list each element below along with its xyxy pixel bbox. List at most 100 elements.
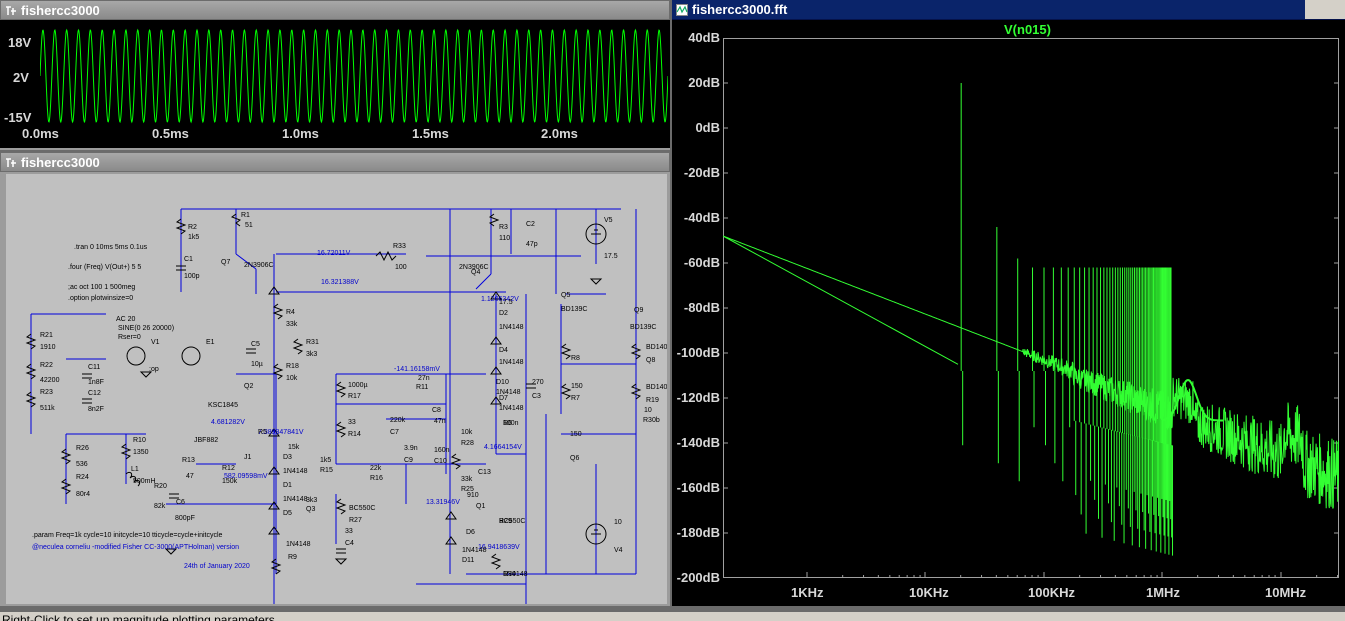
component-label: 100 <box>395 264 407 271</box>
x-tick: 0.0ms <box>22 126 59 141</box>
titlebar-buttons[interactable] <box>1305 0 1345 19</box>
component-label: R27 <box>349 517 362 524</box>
component-label: D1 <box>283 482 292 489</box>
component-label: D6 <box>466 529 475 536</box>
component-label: R19 <box>646 397 659 404</box>
fft-y-tick: -180dB <box>676 525 720 540</box>
component-label: C6 <box>176 499 185 506</box>
component-label: C4 <box>345 540 354 547</box>
component-label: Q5 <box>561 292 570 299</box>
component-label: R5 <box>258 429 267 436</box>
component-label: 42200 <box>40 377 60 384</box>
component-label: R33 <box>393 243 406 250</box>
x-tick: 2.0ms <box>541 126 578 141</box>
component-label: J1 <box>244 454 252 461</box>
component-label: 1N4148 <box>499 359 524 366</box>
component-label: 22k <box>370 465 382 472</box>
fft-window[interactable]: fishercc3000.fft V(n015) 40dB 20dB 0dB -20d… <box>672 0 1345 606</box>
component-label: C9 <box>404 457 413 464</box>
status-bar: Right-Click to set up magnitude plotting… <box>0 612 1345 621</box>
component-label: BD140C <box>646 344 667 351</box>
spice-directive: .param Freq=1k cycle=10 initcycle=10 tti… <box>32 532 223 539</box>
fft-titlebar[interactable]: fishercc3000.fft <box>672 0 1345 20</box>
component-label: 910 <box>467 492 479 499</box>
component-label: 270 <box>532 379 544 386</box>
component-label: D4 <box>499 347 508 354</box>
component-label: R18 <box>286 363 299 370</box>
fft-y-tick: -120dB <box>676 390 720 405</box>
component-label: R23 <box>40 389 53 396</box>
y-tick: 2V <box>13 70 29 85</box>
component-label: C13 <box>478 469 491 476</box>
fft-y-tick: -200dB <box>676 570 720 585</box>
schematic-title: fishercc3000 <box>21 155 100 170</box>
component-label: Q7 <box>221 259 230 266</box>
component-label: R20 <box>154 483 167 490</box>
fft-y-tick: 40dB <box>688 30 720 45</box>
spice-directive: .option plotwinsize=0 <box>68 295 133 302</box>
component-label: V4 <box>614 547 623 554</box>
component-label: 1350 <box>133 449 149 456</box>
component-label: 10 <box>644 407 652 414</box>
fft-y-tick: -20dB <box>683 165 720 180</box>
voltage-label: -141.16158mV <box>394 366 440 373</box>
fft-bump <box>1162 378 1223 422</box>
source-label: ;op <box>149 366 159 373</box>
component-label: BD139C <box>561 306 587 313</box>
component-label: R15 <box>320 467 333 474</box>
component-label: C1 <box>184 256 193 263</box>
component-label: V1 <box>151 339 160 346</box>
component-label: 1910 <box>40 344 56 351</box>
transient-trace <box>40 28 668 124</box>
component-label: KSC1845 <box>208 402 238 409</box>
schematic-drawing[interactable]: .tran 0 10ms 5ms 0.1us.four (Freq) V(Out… <box>6 174 667 604</box>
component-label: R26 <box>76 445 89 452</box>
voltage-label: 4.681282V <box>211 419 245 426</box>
component-label: 33 <box>348 419 356 426</box>
fft-plot[interactable] <box>723 38 1339 578</box>
component-label: 15k <box>288 444 300 451</box>
component-label: 51 <box>245 222 253 229</box>
component-label: 1n8F <box>88 379 104 386</box>
component-label: R1 <box>241 212 250 219</box>
transient-plot[interactable]: 18V 2V -15V 0.0ms 0.5ms 1.0ms 1.5ms 2.0m… <box>0 20 670 148</box>
voltage-label: 16.321388V <box>321 279 359 286</box>
fft-x-tick: 100KHz <box>1028 585 1075 600</box>
component-label: 100n <box>503 420 519 427</box>
component-label: D7 <box>499 395 508 402</box>
fft-noise-trace <box>723 235 1339 509</box>
component-label: 1000µ <box>348 382 368 389</box>
transient-titlebar[interactable]: fishercc3000 <box>0 0 670 20</box>
fft-y-tick: -160dB <box>676 480 720 495</box>
component-label: 160n <box>434 447 450 454</box>
transient-window[interactable]: fishercc3000 18V 2V -15V 0.0ms 0.5ms 1.0… <box>0 0 670 150</box>
component-label: R13 <box>182 457 195 464</box>
schematic-canvas[interactable]: .tran 0 10ms 5ms 0.1us.four (Freq) V(Out… <box>6 174 667 604</box>
component-label: 100p <box>184 273 200 280</box>
component-label: C11 <box>88 364 100 371</box>
fft-plot-frame <box>723 38 1339 578</box>
fft-y-tick: -140dB <box>676 435 720 450</box>
component-label: 1N4148 <box>286 541 311 548</box>
component-label: 1k5 <box>188 234 199 241</box>
component-label: R29 <box>499 518 512 525</box>
fft-y-tick: 0dB <box>695 120 720 135</box>
component-label: E1 <box>206 339 215 346</box>
source-label: Rser=0 <box>118 334 141 341</box>
transient-waveform <box>40 28 668 124</box>
component-label: 536 <box>76 461 88 468</box>
component-label: 800pF <box>175 515 195 522</box>
voltage-label: 582.09598mV <box>224 473 268 480</box>
fft-y-tick: 20dB <box>688 75 720 90</box>
component-label: Q4 <box>471 269 480 276</box>
credit-text: @neculea corneliu -modified Fisher CC-30… <box>32 544 239 551</box>
component-label: Q8 <box>646 357 655 364</box>
fft-y-tick: -40dB <box>683 210 720 225</box>
fft-x-tick: 10MHz <box>1265 585 1307 600</box>
fft-trace-title: V(n015) <box>1004 22 1051 37</box>
voltage-label: 1.1206342V <box>481 296 519 303</box>
schematic-titlebar[interactable]: fishercc3000 <box>0 152 670 172</box>
component-label: C8 <box>432 407 441 414</box>
voltage-label: 13.31946V <box>426 499 460 506</box>
voltage-label: 16.72011V <box>317 250 351 257</box>
